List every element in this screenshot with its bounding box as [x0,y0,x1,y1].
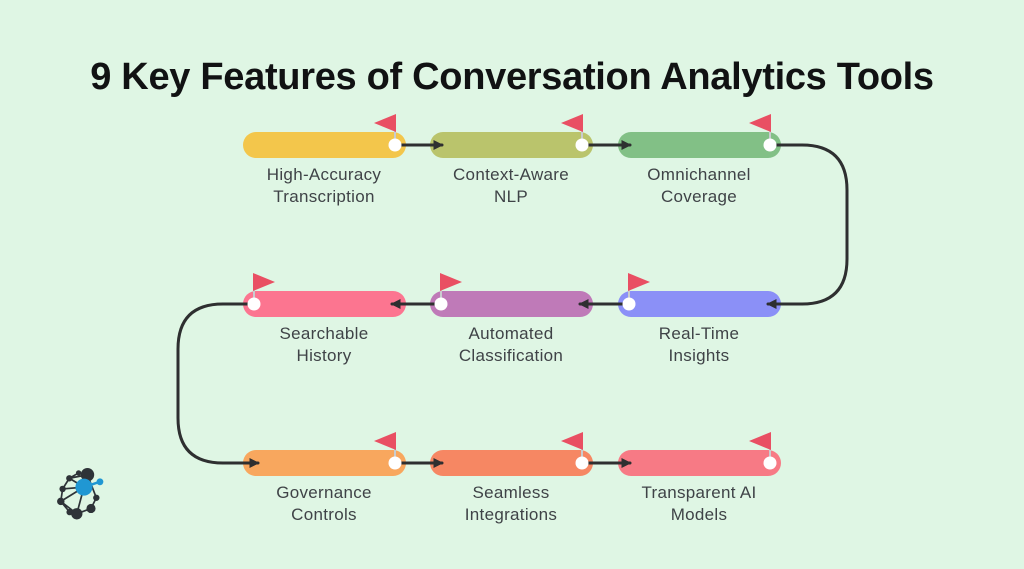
logo-blue-nodes [75,478,104,496]
connector-curve-6-7 [176,302,260,468]
feature-label-line: Omnichannel [647,165,751,184]
milestone-dot [763,456,777,470]
feature-pill-6 [243,291,406,317]
feature-label-line: Insights [668,346,730,365]
feature-label-line: History [296,346,352,365]
milestone-dot [388,456,402,470]
feature-label-line: Context-Aware [452,165,570,184]
feature-label-line: Integrations [464,505,558,524]
feature-label-line: Classification [458,346,564,365]
feature-pill-1 [243,132,406,158]
feature-label-context-aware-nlp: Context-Aware NLP [391,164,631,208]
feature-label-line: NLP [494,187,528,206]
flag-icon [374,432,396,450]
feature-label-searchable-history: Searchable History [204,323,444,367]
feature-label-governance-controls: Governance Controls [204,482,444,526]
feature-label-line: High-Accuracy [266,165,382,184]
page-title: 9 Key Features of Conversation Analytics… [90,56,934,98]
milestone-dot [622,297,636,311]
feature-label-line: Automated [468,324,554,343]
flag-icon [374,114,396,132]
milestone-dot [434,297,448,311]
flag-icon [440,273,462,291]
feature-label-omnichannel-coverage: Omnichannel Coverage [579,164,819,208]
feature-label-real-time-insights: Real-Time Insights [579,323,819,367]
flags [253,114,771,450]
feature-pill-3 [618,132,781,158]
feature-label-automated-classification: Automated Classification [391,323,631,367]
milestone-dot [247,297,261,311]
feature-label-line: Coverage [660,187,738,206]
feature-label-high-accuracy-transcription: High-Accuracy Transcription [204,164,444,208]
feature-label-line: Models [670,505,728,524]
connector-curve-3-4 [766,143,849,309]
feature-label-line: Controls [291,505,357,524]
feature-pill-5 [430,291,593,317]
milestone-dot [763,138,777,152]
feature-label-line: Transparent AI [641,483,757,502]
feature-label-line: Transcription [273,187,375,206]
flag-icon [628,273,650,291]
feature-pill-9 [618,450,781,476]
milestone-dot [575,456,589,470]
feature-label-seamless-integrations: Seamless Integrations [391,482,631,526]
feature-label-line: Searchable [279,324,369,343]
flag-icon [749,114,771,132]
feature-label-transparent-ai-models: Transparent AI Models [579,482,819,526]
feature-label-line: Governance [276,483,372,502]
logo-dark-nodes [57,468,100,520]
feature-pill-8 [430,450,593,476]
milestone-dot [388,138,402,152]
flag-icon [561,114,583,132]
milestone-dot [575,138,589,152]
flag-icon [749,432,771,450]
network-graph-logo [57,468,104,520]
feature-pill-4 [618,291,781,317]
feature-label-line: Seamless [472,483,550,502]
flag-icon [561,432,583,450]
milestone-dots [247,138,777,470]
feature-label-line: Real-Time [658,324,740,343]
feature-pill-2 [430,132,593,158]
feature-pill-7 [243,450,406,476]
flag-icon [253,273,275,291]
